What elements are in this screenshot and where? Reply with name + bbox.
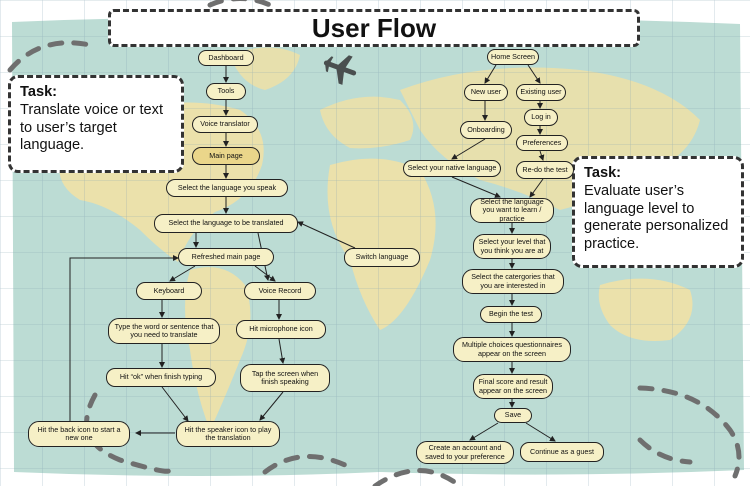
node-existing-user: Existing user: [516, 84, 566, 101]
node-refreshed-main-page: Refreshed main page: [178, 248, 274, 266]
diagram-title: User Flow: [108, 9, 640, 47]
node-onboarding: Onboarding: [460, 121, 512, 139]
task-heading: Task:: [20, 84, 58, 100]
node-select-categories: Select the catergories that you are inte…: [462, 269, 564, 294]
node-home-screen: Home Screen: [487, 49, 539, 65]
node-log-in: Log in: [524, 109, 558, 126]
node-begin-test: Begin the test: [480, 306, 542, 323]
node-select-translated: Select the language to be translated: [154, 214, 298, 233]
node-continue-guest: Continue as a guest: [520, 442, 604, 462]
node-hit-speaker: Hit the speaker icon to play the transla…: [176, 421, 280, 447]
task-callout-evaluate: Task: Evaluate user’s language level to …: [572, 156, 744, 268]
node-hit-microphone: Hit microphone icon: [236, 320, 326, 339]
node-select-learn: Select the language you want to learn / …: [470, 197, 554, 223]
node-select-native: Select your native language: [403, 160, 501, 177]
node-final-score: Final score and result appear on the scr…: [473, 374, 553, 399]
airplane-icon: [323, 55, 357, 85]
node-type-word: Type the word or sentence that you need …: [108, 318, 220, 344]
node-new-user: New user: [464, 84, 508, 101]
node-save: Save: [494, 408, 532, 423]
node-voice-record: Voice Record: [244, 282, 316, 300]
node-select-level: Select your level that you think you are…: [473, 234, 551, 259]
node-tap-screen: Tap the screen when finish speaking: [240, 364, 330, 392]
task-description: Translate voice or text to user’s target…: [20, 101, 164, 154]
node-dashboard: Dashboard: [198, 50, 254, 66]
node-redo-test: Re-do the test: [516, 161, 574, 179]
node-keyboard: Keyboard: [136, 282, 202, 300]
task-callout-translate: Task: Translate voice or text to user’s …: [8, 75, 184, 173]
node-preferences: Preferences: [516, 135, 568, 151]
task-description: Evaluate user’s language level to genera…: [584, 182, 729, 253]
node-hit-back: Hit the back icon to start a new one: [28, 421, 130, 447]
node-tools: Tools: [206, 83, 246, 100]
task-heading: Task:: [584, 165, 622, 181]
node-select-speak: Select the language you speak: [166, 179, 288, 197]
node-create-account: Create an account and saved to your pref…: [416, 441, 514, 464]
node-main-page: Main page: [192, 147, 260, 165]
node-multiple-choice: Multiple choices questionnaires appear o…: [453, 337, 571, 362]
node-switch-language: Switch language: [344, 248, 420, 267]
node-voice-translator: Voice translator: [192, 116, 258, 133]
node-hit-ok: Hit “ok” when finish typing: [106, 368, 216, 387]
